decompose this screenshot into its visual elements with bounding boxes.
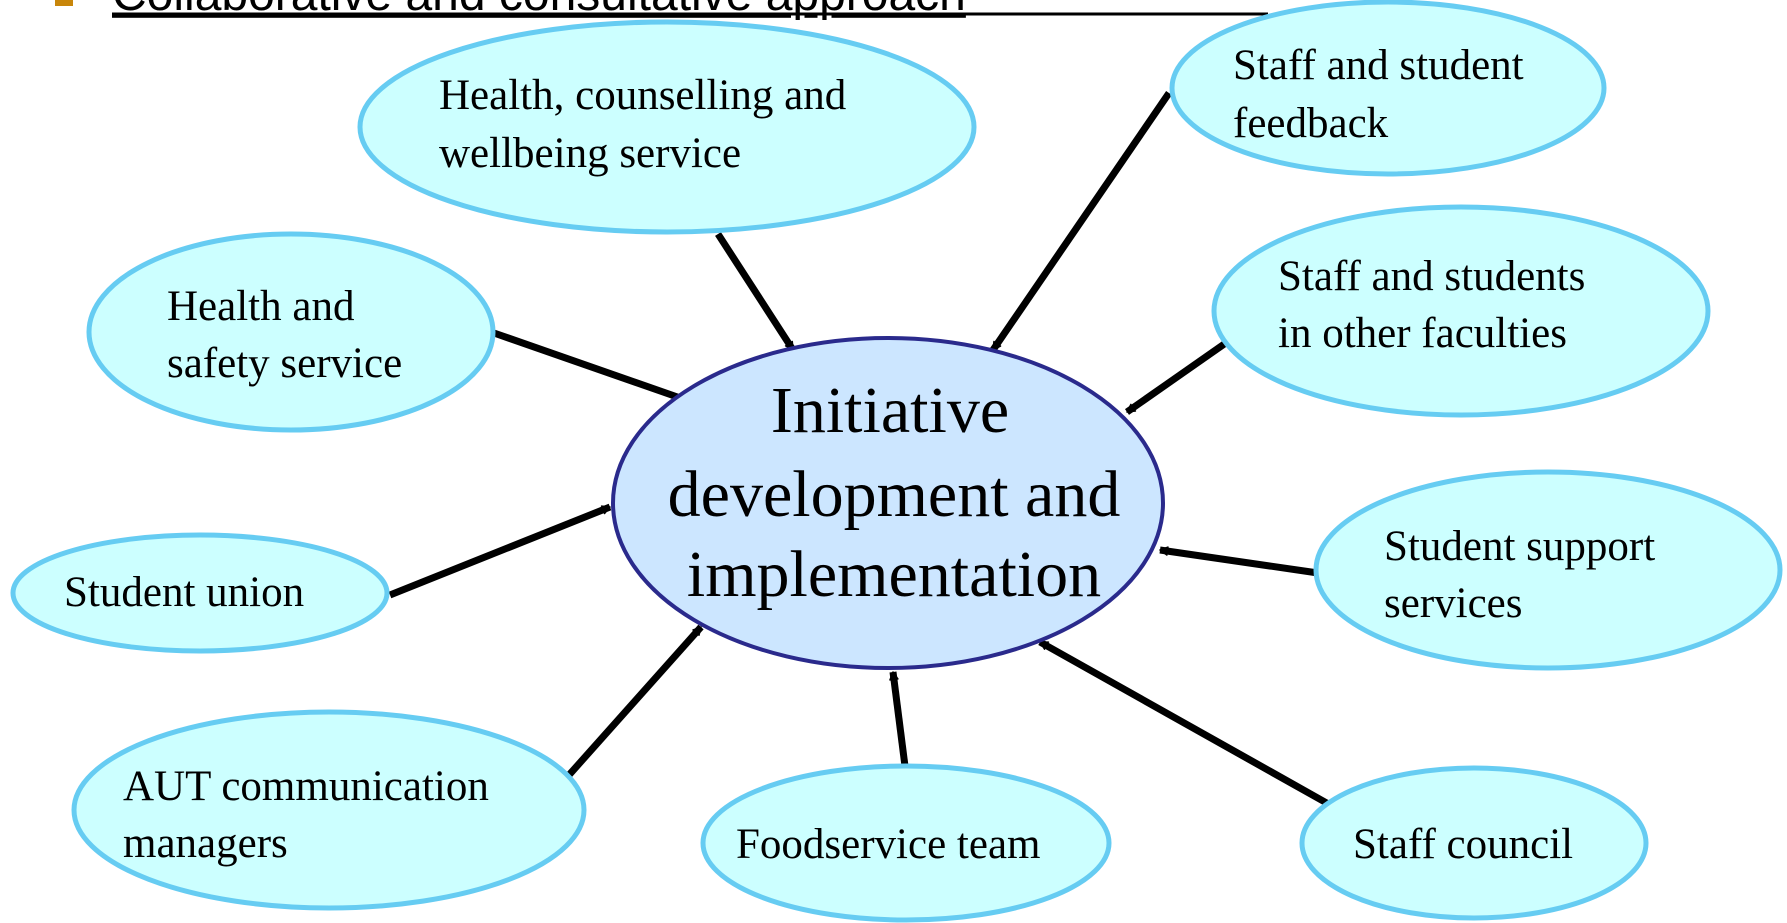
- node-aut-communication: AUT communication managers: [71, 709, 587, 911]
- node-ellipse: [1211, 204, 1711, 418]
- arrow-from-student-support: [1159, 546, 1319, 577]
- node-label-line: Health and: [167, 283, 354, 330]
- node-ellipse: [1169, 0, 1607, 177]
- center-line-1: Initiative: [771, 374, 1009, 447]
- node-label-line: AUT communication: [123, 763, 489, 810]
- node-student-support: Student support services: [1313, 469, 1783, 671]
- node-ellipse: [1299, 765, 1649, 921]
- arrows: [388, 91, 1334, 810]
- node-ellipse: [86, 231, 496, 433]
- arrow-from-other-faculties: [1124, 337, 1233, 415]
- node-ellipse: [357, 19, 977, 235]
- node-ellipse: [10, 532, 390, 654]
- center-node: Initiative development and implementatio…: [611, 336, 1165, 670]
- center-line-2: development and: [668, 458, 1121, 531]
- node-student-union: Student union: [10, 532, 390, 654]
- node-staff-student-feedback: Staff and student feedback: [1169, 0, 1607, 177]
- node-label-line: wellbeing service: [439, 130, 741, 177]
- node-ellipse: [1313, 469, 1783, 671]
- node-ellipse: [71, 709, 587, 911]
- arrow-from-health-counselling: [715, 232, 796, 352]
- outer-nodes: Health, counselling and wellbeing servic…: [10, 0, 1783, 923]
- arrow-from-foodservice: [889, 671, 910, 775]
- node-label-line: Student support: [1384, 523, 1655, 570]
- arrow-from-student-union: [388, 503, 612, 599]
- center-ellipse: [611, 336, 1165, 670]
- node-health-counselling-wellbeing: Health, counselling and wellbeing servic…: [357, 19, 977, 235]
- node-label-line: Staff and student: [1233, 42, 1524, 89]
- heading-text: Collaborative and consultative approach: [112, 0, 966, 21]
- node-label-line: managers: [123, 820, 288, 867]
- heading-bullet: [55, 0, 73, 6]
- arrow-from-staff-council: [1038, 638, 1334, 810]
- arrow-from-staff-student-feedback: [990, 91, 1172, 352]
- arrow-from-aut-communication: [566, 624, 704, 778]
- node-label-line: services: [1384, 580, 1523, 627]
- arrow-from-health-safety: [492, 329, 688, 404]
- node-staff-students-other-faculties: Staff and students in other faculties: [1211, 204, 1711, 418]
- heading: Collaborative and consultative approach: [55, 0, 1268, 21]
- node-staff-council: Staff council: [1299, 765, 1649, 921]
- node-health-safety: Health and safety service: [86, 231, 496, 433]
- node-label-line: feedback: [1233, 100, 1389, 147]
- node-ellipse: [700, 763, 1112, 923]
- node-label-line: Staff and students: [1278, 253, 1585, 300]
- node-label-line: Foodservice team: [736, 821, 1041, 868]
- node-label-line: Health, counselling and: [439, 72, 846, 119]
- node-label-line: in other faculties: [1278, 310, 1567, 357]
- node-label-line: safety service: [167, 340, 402, 387]
- center-line-3: implementation: [687, 538, 1101, 611]
- node-label-line: Student union: [64, 569, 304, 616]
- node-label-line: Staff council: [1353, 821, 1573, 868]
- node-foodservice-team: Foodservice team: [700, 763, 1112, 923]
